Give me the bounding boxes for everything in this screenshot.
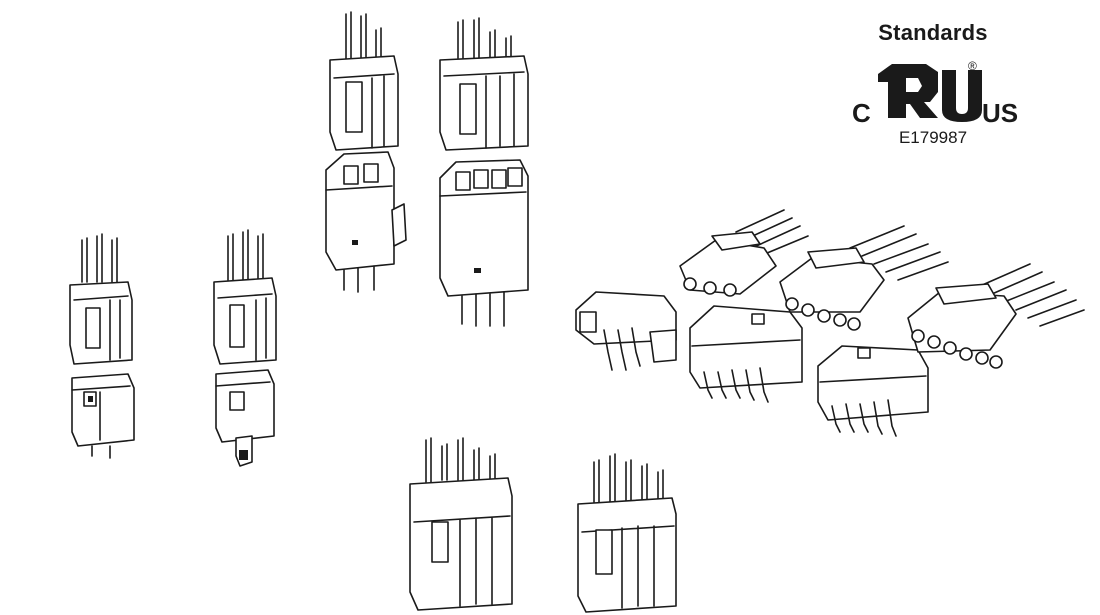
connector-header-3pin-right — [215, 369, 275, 467]
connector-right-angle-header-5pin-lower — [817, 345, 929, 437]
standards-title: Standards — [878, 20, 988, 45]
connector-header-3pin-top — [325, 151, 407, 293]
certificate-number: E179987 — [898, 128, 968, 147]
connector-right-angle-header-3pin — [575, 291, 677, 371]
certification-mark-c: C — [852, 98, 871, 126]
connector-receptacle-4pin-top — [439, 17, 529, 151]
connector-receptacle-3pin-right — [213, 229, 277, 365]
registered-symbol: ® — [968, 59, 977, 73]
connector-receptacle-6pin-bottom-left — [409, 437, 513, 611]
certification-mark-us: US — [982, 98, 1018, 126]
connector-receptacle-3pin-left — [69, 233, 133, 365]
connector-receptacle-3pin-top — [329, 11, 399, 151]
connector-header-4pin-top — [439, 159, 529, 327]
standards-section: Standards C ® US E179987 — [848, 20, 1018, 148]
connector-header-3pin-left — [71, 373, 135, 459]
connector-receptacle-6pin-bottom-right — [577, 453, 677, 613]
connector-wire-harness-6 — [907, 263, 1085, 369]
connector-wire-harness-5 — [779, 225, 949, 331]
connector-wire-harness-3 — [679, 209, 809, 297]
c-ru-us-certification-mark-icon: C ® US — [852, 59, 1018, 126]
ru-logo-shape — [878, 64, 938, 118]
connector-right-angle-header-5pin-center — [689, 305, 803, 403]
